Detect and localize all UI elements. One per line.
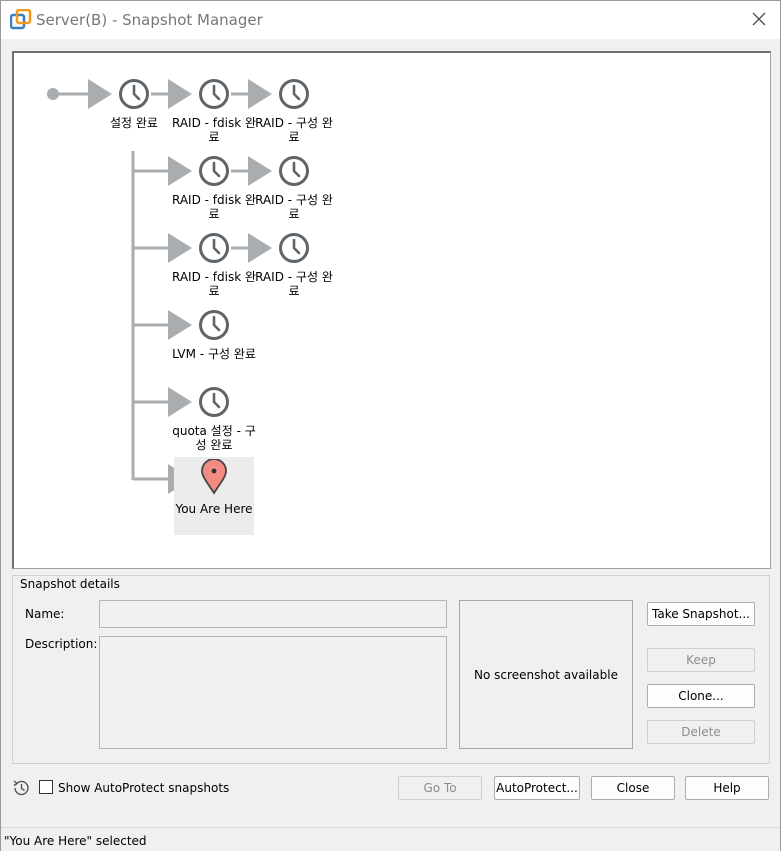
snapshot-clock-icon[interactable] xyxy=(198,309,230,341)
show-autoprotect-checkbox[interactable] xyxy=(39,780,53,794)
autoprotect-history-icon xyxy=(13,780,29,796)
snapshot-tree-panel[interactable]: 설정 완료 RAID - fdisk 완료 RAID - 구성 완료 RAID … xyxy=(12,51,771,569)
snapshot-clock-icon[interactable] xyxy=(118,78,150,110)
autoprotect-button[interactable]: AutoProtect... xyxy=(494,776,580,800)
tree-root-dot xyxy=(47,88,59,100)
description-label: Description: xyxy=(25,637,98,651)
status-bar: "You Are Here" selected xyxy=(1,827,780,851)
snapshot-label[interactable]: RAID - 구성 완료 xyxy=(255,116,333,144)
help-button[interactable]: Help xyxy=(685,776,769,800)
snapshot-tree-canvas xyxy=(47,79,272,494)
snapshot-clock-icon[interactable] xyxy=(198,232,230,264)
snapshot-clock-icon[interactable] xyxy=(198,155,230,187)
clone-button[interactable]: Clone... xyxy=(647,684,755,708)
snapshot-label[interactable]: RAID - 구성 완료 xyxy=(255,193,333,221)
you-are-here-label[interactable]: You Are Here xyxy=(175,502,253,516)
vmware-app-icon xyxy=(10,9,32,30)
snapshot-clock-icon[interactable] xyxy=(278,78,310,110)
snapshot-label[interactable]: RAID - fdisk 완료 xyxy=(171,193,257,221)
name-label: Name: xyxy=(25,607,65,621)
snapshot-label[interactable]: LVM - 구성 완료 xyxy=(172,347,256,361)
name-field[interactable] xyxy=(99,600,447,628)
snapshot-clock-icon[interactable] xyxy=(198,78,230,110)
snapshot-label[interactable]: quota 설정 - 구성 완료 xyxy=(172,424,256,452)
snapshot-label[interactable]: RAID - fdisk 완료 xyxy=(171,116,257,144)
title-bar: Server(B) - Snapshot Manager xyxy=(1,1,780,39)
show-autoprotect-label[interactable]: Show AutoProtect snapshots xyxy=(58,781,230,795)
go-to-button[interactable]: Go To xyxy=(398,776,482,800)
snapshot-clock-icon[interactable] xyxy=(278,232,310,264)
snapshot-label[interactable]: RAID - fdisk 완료 xyxy=(171,270,257,298)
screenshot-preview: No screenshot available xyxy=(459,600,633,749)
you-are-here-pin-icon[interactable] xyxy=(200,459,228,495)
description-field[interactable] xyxy=(99,636,447,749)
snapshot-details-legend: Snapshot details xyxy=(18,577,122,591)
snapshot-clock-icon[interactable] xyxy=(278,155,310,187)
keep-button[interactable]: Keep xyxy=(647,648,755,672)
snapshot-label[interactable]: 설정 완료 xyxy=(110,116,158,130)
status-text: "You Are Here" selected xyxy=(4,834,147,848)
snapshot-details-group xyxy=(12,575,770,764)
no-screenshot-text: No screenshot available xyxy=(474,667,618,682)
delete-button[interactable]: Delete xyxy=(647,720,755,744)
close-window-icon[interactable] xyxy=(747,7,771,31)
snapshot-clock-icon[interactable] xyxy=(198,386,230,418)
window-title: Server(B) - Snapshot Manager xyxy=(36,11,263,29)
snapshot-label[interactable]: RAID - 구성 완료 xyxy=(255,270,333,298)
take-snapshot-button[interactable]: Take Snapshot... xyxy=(647,602,755,626)
close-button[interactable]: Close xyxy=(591,776,675,800)
